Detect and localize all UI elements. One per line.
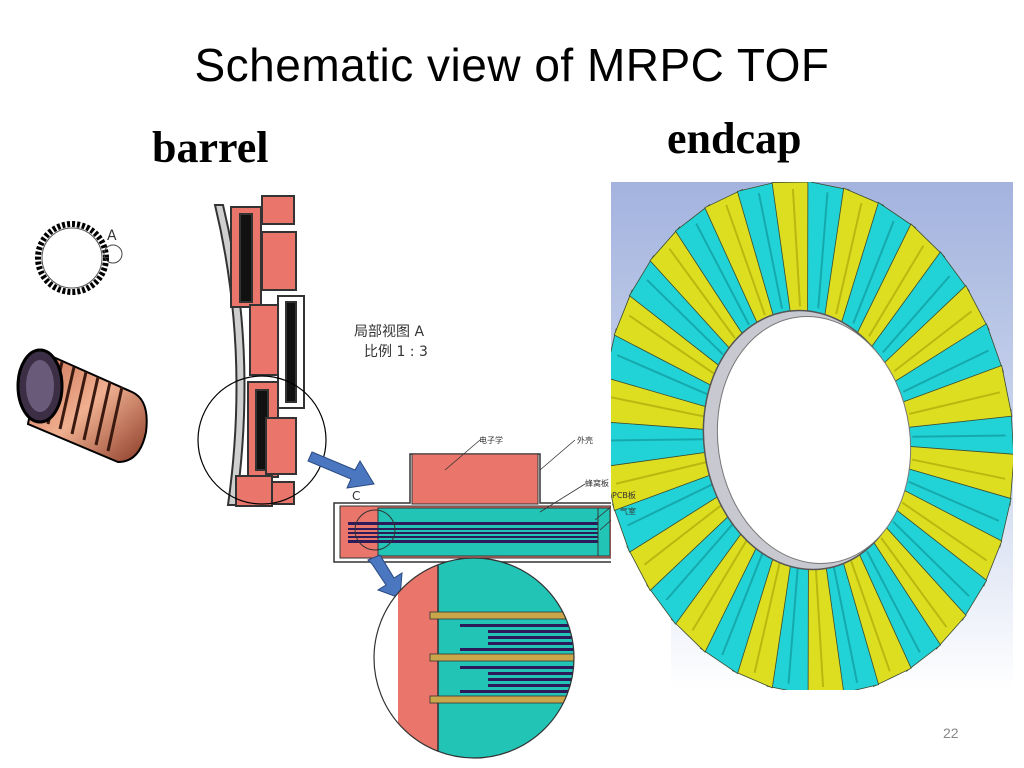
barrel-label: barrel bbox=[152, 123, 269, 172]
marker-a: A bbox=[107, 228, 117, 244]
endcap-module-edge bbox=[832, 567, 859, 684]
endcap-module-edge bbox=[665, 522, 734, 601]
endcap-module-edge bbox=[695, 223, 750, 326]
endcap-module-edge bbox=[615, 461, 707, 485]
endcap-module-edge bbox=[893, 310, 973, 372]
endcap-module-edge bbox=[911, 458, 1006, 480]
endcap-module-edge bbox=[901, 501, 988, 562]
endcap-module-edge bbox=[835, 202, 863, 315]
endcap-module-edge bbox=[753, 561, 781, 674]
endcap-module-edge bbox=[908, 480, 1000, 522]
endcap-module-edge bbox=[668, 248, 736, 339]
barrel-module-arc bbox=[213, 195, 305, 507]
endcap-module-edge bbox=[850, 560, 891, 672]
endcap-module-edge bbox=[866, 550, 921, 653]
endcap-module-edge bbox=[909, 391, 1001, 415]
zoom-arrow-icon bbox=[307, 451, 375, 489]
label-honeycomb: 蜂窝板 bbox=[585, 479, 609, 488]
zoom-detail-view bbox=[373, 557, 575, 759]
endcap-module-edge bbox=[627, 483, 714, 527]
endcap-module-edge bbox=[880, 537, 948, 628]
endcap-module-edge bbox=[643, 504, 723, 566]
endcap-module-edge bbox=[852, 220, 895, 324]
slide-title: Schematic view of MRPC TOF bbox=[194, 39, 830, 91]
endcap-label: endcap bbox=[667, 114, 802, 163]
barrel-cylinder-icon bbox=[16, 348, 148, 464]
endcap-module-edge bbox=[787, 567, 799, 684]
label-electronics: 电子学 bbox=[479, 436, 503, 445]
marker-c: C bbox=[352, 489, 360, 503]
endcap-module-edge bbox=[868, 245, 925, 337]
page-number: 22 bbox=[943, 725, 959, 741]
barrel-ring-icon bbox=[35, 221, 123, 295]
endcap-render bbox=[611, 182, 1013, 690]
endcap-module-edge bbox=[882, 275, 951, 354]
detail-view-scale: 比例 1 : 3 bbox=[364, 344, 428, 360]
endcap-module-edge bbox=[611, 438, 704, 442]
endcap-module-edge bbox=[616, 354, 708, 396]
endcap-ring bbox=[611, 182, 1013, 690]
endcap-module-edge bbox=[691, 539, 748, 631]
endcap-module-edge bbox=[757, 192, 784, 309]
endcap-module-edge bbox=[721, 552, 764, 656]
label-shell: 外壳 bbox=[577, 436, 593, 445]
endcap-module-edge bbox=[892, 520, 970, 597]
endcap-module-edge bbox=[725, 204, 766, 316]
endcap-module-edge bbox=[646, 279, 724, 356]
endcap-module-edge bbox=[817, 192, 829, 309]
detail-view-title: 局部视图 A bbox=[354, 324, 425, 340]
detail-circle-a bbox=[197, 375, 327, 505]
module-cross-section bbox=[333, 439, 633, 563]
endcap-module-edge bbox=[791, 188, 802, 307]
endcap-module-edge bbox=[814, 569, 825, 688]
endcap-module-edge bbox=[611, 396, 705, 418]
endcap-module-edge bbox=[902, 349, 989, 393]
endcap-module-edge bbox=[628, 314, 715, 375]
label-gas-chamber: 气室 bbox=[620, 507, 636, 516]
label-pcb: PCB板 bbox=[612, 491, 636, 500]
endcap-module-edge bbox=[912, 434, 1006, 438]
